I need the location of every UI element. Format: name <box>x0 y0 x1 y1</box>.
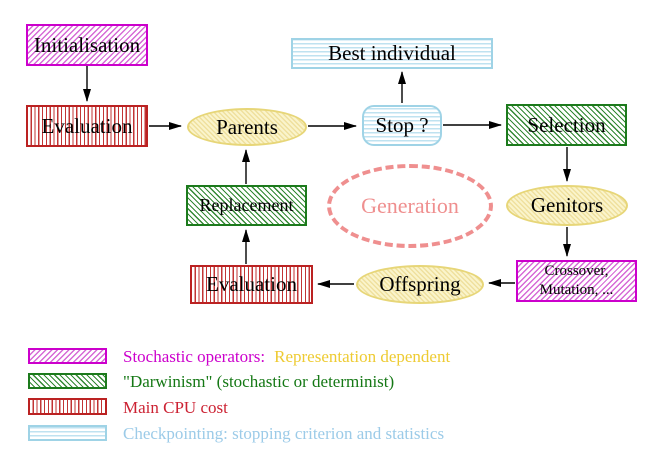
legend-text-representation-dependent: Representation dependent <box>274 347 451 366</box>
node-best-individual: Best individual <box>291 38 493 69</box>
node-initialisation: Initialisation <box>26 24 148 66</box>
node-crossover-mutation: Crossover, Mutation, ... <box>516 260 637 302</box>
legend-swatch-magenta-hatch <box>28 348 107 364</box>
legend-text-darwinism: "Darwinism" (stochastic or determinist) <box>123 372 395 391</box>
legend-label-stochastic: Stochastic operators: Representation depe… <box>123 347 450 367</box>
node-parents: Parents <box>187 108 307 146</box>
legend-swatch-cyan-stripes <box>28 425 107 441</box>
generation-cycle-ellipse: Generation <box>327 164 493 248</box>
node-evaluation-top: Evaluation <box>26 105 148 147</box>
node-selection: Selection <box>506 104 627 146</box>
crossover-label: Crossover, Mutation, ... <box>539 263 614 298</box>
node-replacement: Replacement <box>186 185 307 226</box>
legend-text-stochastic-operators: Stochastic operators: <box>123 347 266 366</box>
legend-text-main-cpu-cost: Main CPU cost <box>123 398 228 417</box>
legend-swatch-green-hatch <box>28 373 107 389</box>
legend-swatch-red-stripes <box>28 398 107 415</box>
node-evaluation-bottom: Evaluation <box>190 265 313 304</box>
node-genitors: Genitors <box>506 185 628 226</box>
legend-text-checkpointing: Checkpointing: stopping criterion and st… <box>123 424 445 443</box>
node-stop: Stop ? <box>362 105 442 146</box>
node-offspring: Offspring <box>356 265 484 304</box>
